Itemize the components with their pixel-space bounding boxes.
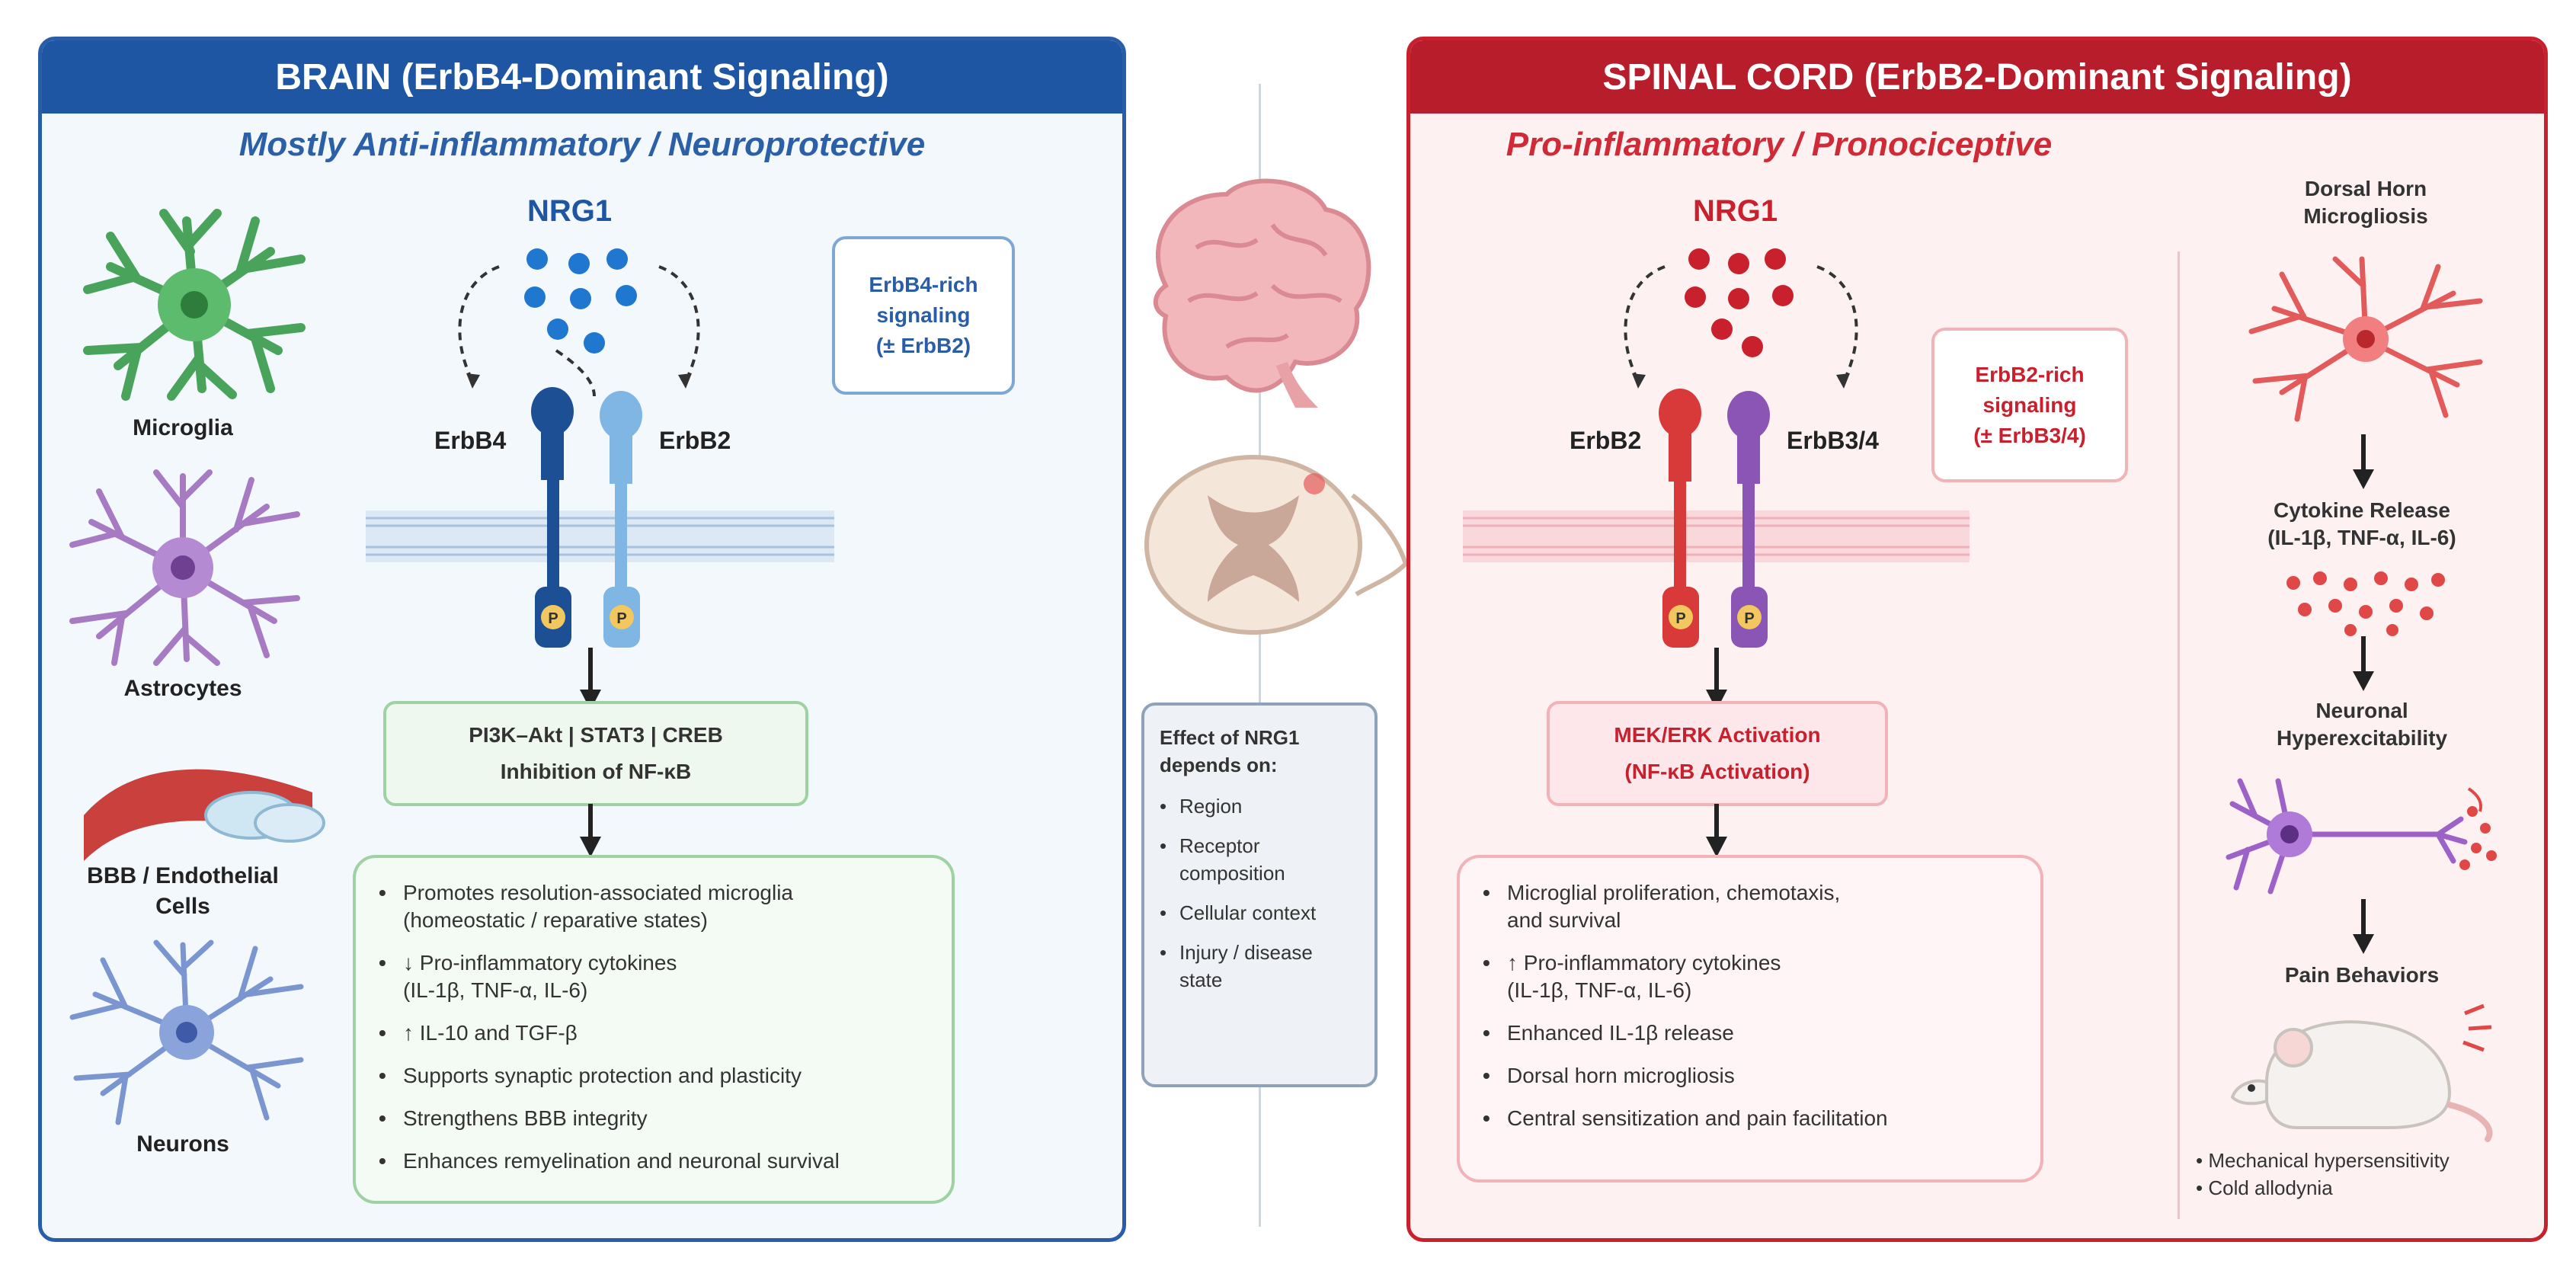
mouse-icon	[2230, 1003, 2493, 1142]
spine-effects-box: Microglial proliferation, chemotaxis, an…	[1457, 855, 2043, 1183]
svg-text:P: P	[1675, 610, 1685, 627]
brain-ligand-dots	[524, 248, 637, 354]
brain-effect-item: ↓ Pro-inflammatory cytokines (IL-1β, TNF…	[379, 949, 929, 1004]
erbb4-receptor: P	[531, 387, 574, 648]
spine-subtitle: Pro-inflammatory / Pronociceptive	[1506, 126, 2053, 163]
erbb34-receptor-spine: P	[1727, 391, 1770, 648]
pain-outcome-item: Cold allodynia	[2196, 1174, 2450, 1202]
side-step-microgliosis: Dorsal Horn Microgliosis	[2303, 177, 2428, 228]
blood-vessel-icon	[84, 769, 325, 861]
spine-pathway-line2: (NF-κB Activation)	[1624, 760, 1810, 783]
side-step-cytokine-release: Cytokine Release (IL-1β, TNF-α, IL-6)	[2267, 498, 2456, 549]
cell-label-bbb: BBB / Endothelial Cells	[87, 863, 279, 919]
brain-organ-icon	[1153, 178, 1371, 408]
brain-pathway-line1: PI3K–Akt | STAT3 | CREB	[469, 723, 723, 747]
center-box-item: Receptor composition	[1160, 832, 1359, 887]
spine-nrg1-label: NRG1	[1693, 194, 1778, 228]
spine-receptor-diagram: P P	[1463, 248, 1970, 648]
spine-effects-list: Microglial proliferation, chemotaxis, an…	[1483, 879, 2018, 1132]
brain-arrow-2	[580, 804, 601, 857]
cytokine-dots-icon	[2286, 571, 2445, 636]
cell-label-neurons: Neurons	[136, 1131, 229, 1157]
brain-pathway-line2: Inhibition of NF-κB	[500, 760, 692, 783]
purple-neuron-icon	[2226, 778, 2497, 895]
neuron-icon	[69, 939, 304, 1125]
spine-ligand-dots	[1685, 248, 1794, 357]
spine-note-box: ErbB2-rich signaling (± ErbB3/4)	[1931, 328, 2128, 482]
spine-effect-item: ↑ Pro-inflammatory cytokines (IL-1β, TNF…	[1483, 949, 2018, 1004]
brain-dashed-arrows	[458, 265, 700, 397]
spine-dashed-arrows	[1624, 265, 1858, 382]
center-box-title: Effect of NRG1 depends on:	[1160, 726, 1300, 776]
brain-effect-item: Strengthens BBB integrity	[379, 1105, 929, 1132]
spine-arrow-2	[1706, 804, 1727, 857]
brain-effect-item: Enhances remyelination and neuronal surv…	[379, 1147, 929, 1175]
spine-receptor-right-label: ErbB3/4	[1787, 427, 1879, 454]
spine-pathway-box: MEK/ERK Activation (NF-κB Activation)	[1547, 701, 1888, 806]
microglia-icon	[83, 209, 306, 401]
brain-effect-item: Supports synaptic protection and plastic…	[379, 1062, 929, 1090]
svg-text:P: P	[1744, 610, 1754, 627]
cell-label-microglia: Microglia	[133, 415, 233, 440]
brain-cell-illustrations	[69, 209, 325, 1125]
side-arrow-3	[2353, 899, 2374, 954]
brain-pathway-box: PI3K–Akt | STAT3 | CREB Inhibition of NF…	[383, 701, 808, 806]
brain-receptor-left-label: ErbB4	[434, 427, 507, 454]
erbb2-receptor-spine: P	[1659, 389, 1701, 648]
erbb2-receptor: P	[600, 391, 642, 648]
svg-text:P: P	[548, 610, 558, 627]
brain-subtitle: Mostly Anti-inflammatory / Neuroprotecti…	[238, 126, 926, 163]
brain-note-box: ErbB4-rich signaling (± ErbB2)	[832, 236, 1015, 395]
brain-effects-list: Promotes resolution-associated microglia…	[379, 879, 929, 1175]
center-box-list: Region Receptor composition Cellular con…	[1160, 792, 1359, 994]
side-step-hyperexcitability: Neuronal Hyperexcitability	[2276, 699, 2448, 750]
pain-outcomes-list: Mechanical hypersensitivity Cold allodyn…	[2196, 1147, 2450, 1202]
center-box-item: Injury / disease state	[1160, 939, 1359, 994]
brain-receptor-right-label: ErbB2	[659, 427, 731, 454]
side-arrow-1	[2353, 434, 2374, 489]
red-microglia-icon	[2248, 256, 2483, 422]
side-step-pain-behaviors: Pain Behaviors	[2284, 963, 2440, 987]
brain-receptor-diagram: P P	[366, 248, 834, 648]
spine-receptor-left-label: ErbB2	[1570, 427, 1642, 454]
brain-effect-item: ↑ IL-10 and TGF-β	[379, 1019, 929, 1047]
brain-effect-item: Promotes resolution-associated microglia…	[379, 879, 929, 934]
spinal-cord-icon	[1144, 455, 1409, 635]
spine-header: SPINAL CORD (ErbB2-Dominant Signaling)	[1410, 40, 2544, 114]
spine-arrow-1	[1706, 648, 1727, 710]
center-divider	[1259, 84, 1261, 1227]
brain-arrow-1	[580, 648, 601, 710]
spine-pathway-line1: MEK/ERK Activation	[1614, 723, 1821, 747]
spine-inner-divider	[2178, 251, 2180, 1219]
spine-effect-item: Enhanced IL-1β release	[1483, 1019, 2018, 1047]
side-arrow-2	[2353, 636, 2374, 691]
spine-effect-item: Microglial proliferation, chemotaxis, an…	[1483, 879, 2018, 934]
svg-text:P: P	[616, 610, 626, 627]
astrocyte-icon	[69, 469, 300, 666]
cell-label-astrocytes: Astrocytes	[123, 676, 242, 701]
center-info-box: Effect of NRG1 depends on: Region Recept…	[1141, 703, 1378, 1087]
center-box-item: Cellular context	[1160, 899, 1359, 927]
brain-nrg1-label: NRG1	[527, 194, 613, 228]
center-box-item: Region	[1160, 792, 1359, 820]
pain-outcome-item: Mechanical hypersensitivity	[2196, 1147, 2449, 1174]
brain-effects-box: Promotes resolution-associated microglia…	[353, 855, 955, 1204]
brain-header: BRAIN (ErbB4-Dominant Signaling)	[42, 40, 1122, 114]
spine-effect-item: Central sensitization and pain facilitat…	[1483, 1105, 2018, 1132]
spine-effect-item: Dorsal horn microgliosis	[1483, 1062, 2018, 1090]
